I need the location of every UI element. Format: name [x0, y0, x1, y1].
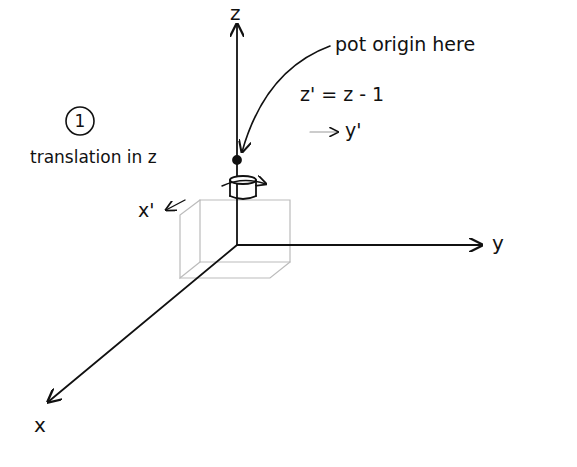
axis-label: y: [492, 232, 504, 254]
axis-label: z: [230, 2, 241, 24]
rotation-arrow: [222, 180, 266, 186]
equation-text: z' = z - 1: [300, 84, 384, 105]
base-box: [180, 200, 290, 278]
note-text: pot origin here: [335, 34, 475, 55]
axis-label: x: [34, 414, 46, 436]
z-axis: [236, 24, 238, 245]
cylinder: [230, 176, 256, 199]
box-bottom: [180, 262, 290, 278]
x-axis: [48, 245, 237, 402]
box-side: [180, 200, 200, 278]
origin-dot: [233, 156, 241, 164]
x-prime-axis: [166, 200, 185, 210]
cylinder-bottom: [230, 196, 256, 199]
y-axis: [237, 244, 482, 246]
axis-label: y': [345, 120, 361, 141]
callout-number: 1: [75, 112, 86, 131]
step-circle: [66, 107, 94, 135]
cylinder-side: [255, 180, 257, 196]
box-front: [200, 200, 290, 262]
note-text: translation in z: [30, 148, 157, 167]
y-prime-axis: [310, 131, 338, 132]
axis-label: x': [138, 200, 154, 221]
